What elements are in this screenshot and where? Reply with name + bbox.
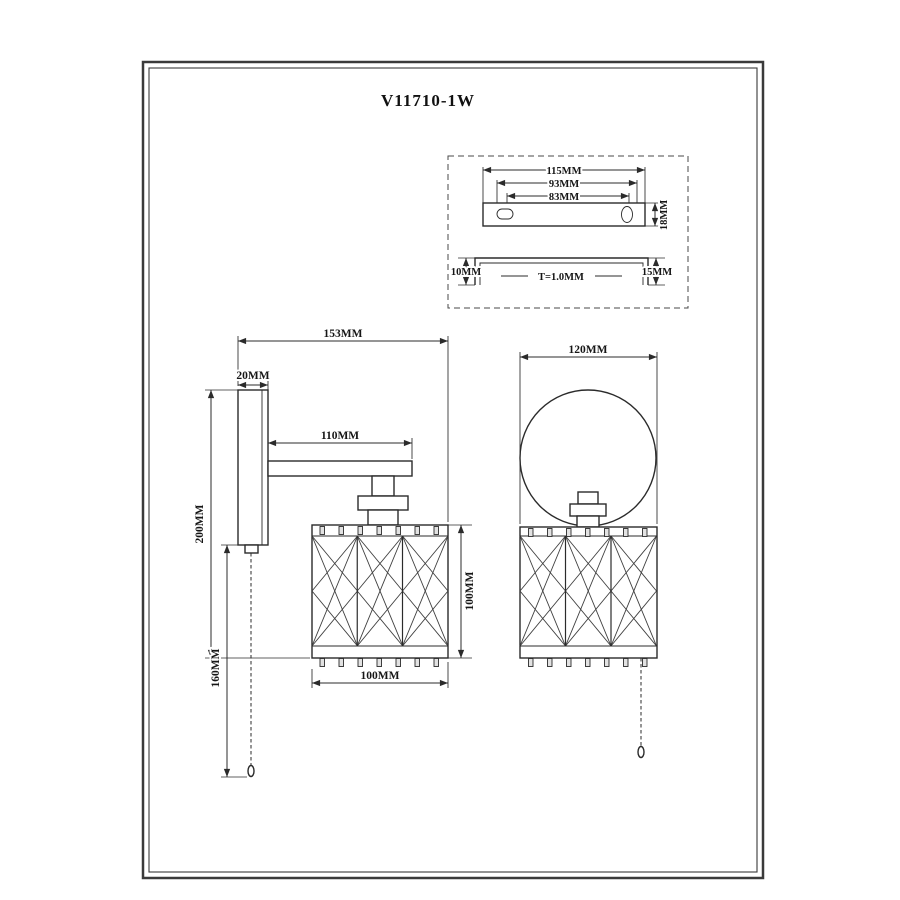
dim-bracket-93: 93MM: [549, 179, 579, 190]
model-number: V11710-1W: [381, 91, 475, 110]
cord-fitting: [244, 544, 259, 554]
crystal-shade-front: [519, 526, 658, 667]
dim-height-total: 200MM: [194, 504, 206, 543]
pull-cord-side: [247, 553, 255, 778]
dim-bracket-18: 18MM: [659, 200, 670, 230]
dim-bracket-115: 115MM: [547, 166, 582, 177]
dim-profile-10: 10MM: [451, 267, 481, 278]
dim-plate-width: 20MM: [236, 370, 269, 382]
crystal-shade-side: [311, 524, 449, 667]
sheet-border: [141, 60, 765, 880]
bracket-top-view: [482, 202, 646, 227]
dim-front-width: 120MM: [569, 344, 608, 356]
lamp-arm: [267, 460, 413, 526]
dim-depth-total: 153MM: [324, 328, 363, 340]
bracket-profile-view: [474, 257, 649, 285]
wall-plate: [237, 389, 269, 554]
pull-cord-front: [637, 658, 645, 759]
dim-shade-width: 100MM: [361, 670, 400, 682]
dim-bracket-83: 83MM: [549, 192, 579, 203]
bracket-slot: [496, 208, 514, 220]
dim-cord-length: 160MM: [210, 648, 222, 687]
dim-profile-15: 15MM: [642, 267, 672, 278]
bracket-hole: [621, 206, 633, 223]
mounting-bracket-detail: 115MM 93MM 83MM 18MM 10MM 15MM T=1.0MM: [447, 155, 689, 309]
dim-arm-length: 110MM: [321, 430, 359, 442]
detail-boundary: [447, 155, 689, 309]
dim-profile-thickness: T=1.0MM: [538, 272, 584, 283]
side-view: 153MM 20MM 110MM 200MM 160MM 100MM 100MM: [192, 326, 478, 778]
dim-shade-height: 100MM: [464, 571, 476, 610]
cord-bead: [247, 764, 255, 778]
front-view: 120MM: [519, 342, 658, 759]
cord-bead: [637, 745, 645, 759]
